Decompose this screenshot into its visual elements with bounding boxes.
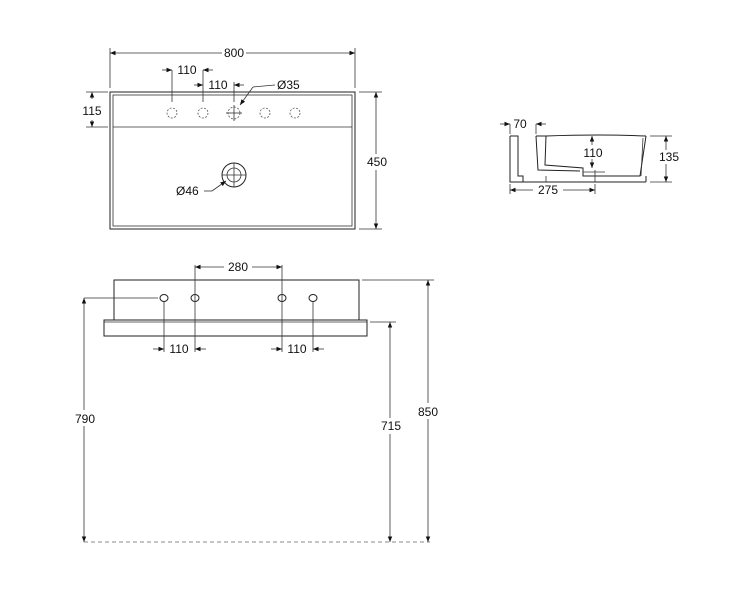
tap-hole — [197, 107, 209, 119]
countertop — [103, 319, 368, 337]
tap-hole — [259, 107, 271, 119]
dim-115: 115 — [82, 104, 101, 118]
dim-280: 280 — [228, 260, 248, 274]
dim-450: 450 — [367, 155, 387, 169]
dim-850: 850 — [418, 405, 438, 419]
front-view: 280 110 110 790 715 850 — [70, 260, 444, 543]
side-section-view: 70 110 135 275 — [500, 117, 683, 197]
front-tap-hole — [159, 294, 169, 302]
dim-70: 70 — [513, 117, 527, 131]
top-view: 800 110 110 Ø35 115 450 Ø46 — [82, 45, 389, 230]
dim-waste-dia: Ø46 — [176, 184, 199, 198]
dim-135: 135 — [659, 150, 679, 164]
basin-front-body — [113, 279, 360, 321]
dim-800: 800 — [224, 46, 244, 60]
dim-110-hole-1: 110 — [177, 63, 196, 77]
dim-tap-dia: Ø35 — [277, 78, 300, 92]
tap-hole — [166, 107, 178, 119]
dim-110-front-left: 110 — [169, 342, 188, 356]
dim-110-front-right: 110 — [287, 342, 306, 356]
basin-inner-outline — [112, 94, 353, 227]
front-tap-hole — [308, 294, 318, 302]
basin-outline — [109, 91, 356, 230]
dim-110-bowl: 110 — [583, 146, 602, 160]
dim-110-hole-2: 110 — [208, 78, 227, 92]
dim-790: 790 — [75, 412, 95, 426]
tap-hole — [289, 107, 301, 119]
dim-275: 275 — [538, 183, 558, 197]
dim-715: 715 — [381, 419, 401, 433]
